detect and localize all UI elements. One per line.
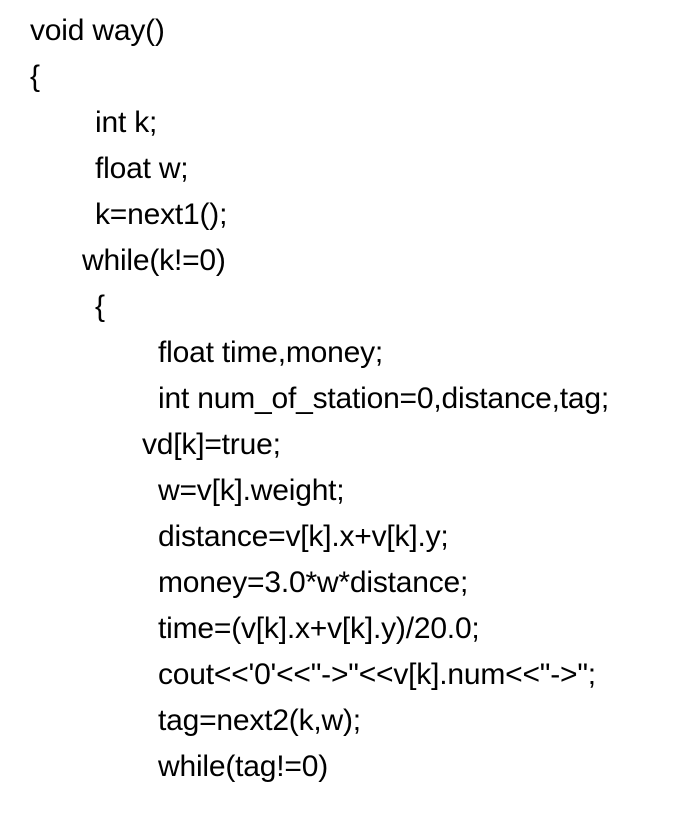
code-line: void way() [30,14,165,47]
code-line: tag=next2(k,w); [158,704,361,737]
code-line: distance=v[k].x+v[k].y; [158,520,449,553]
code-line: w=v[k].weight; [158,474,345,507]
code-line: int k; [95,106,158,139]
code-line: float w; [95,152,189,185]
code-line: while(k!=0) [82,244,226,277]
code-line: { [95,290,105,323]
code-line: { [30,60,40,93]
code-line: k=next1(); [95,198,228,231]
code-line: float time,money; [158,336,384,369]
code-line: int num_of_station=0,distance,tag; [158,382,610,415]
code-line: while(tag!=0) [158,750,328,783]
code-line: money=3.0*w*distance; [158,566,469,599]
code-line: time=(v[k].x+v[k].y)/20.0; [158,612,480,645]
code-line: cout<<'0'<<"->"<<v[k].num<<"->"; [158,658,596,691]
code-listing: void way() { int k; float w; k=next1(); … [0,8,695,790]
code-line: vd[k]=true; [142,428,281,461]
